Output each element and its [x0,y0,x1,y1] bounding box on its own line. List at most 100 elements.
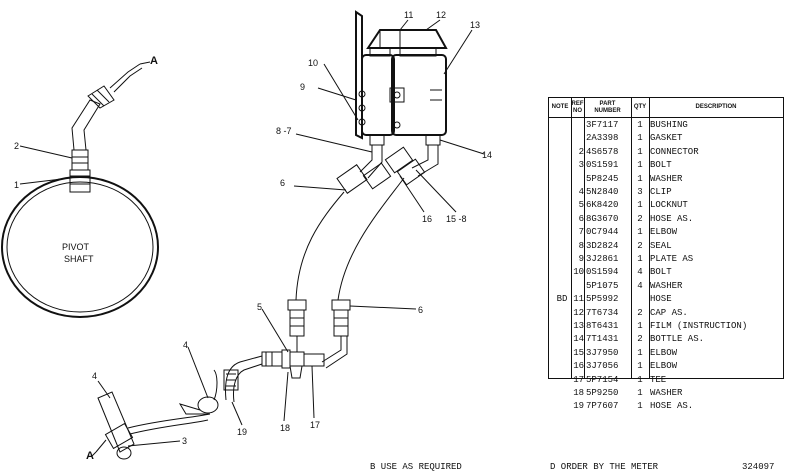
cell-qty: 1 [637,173,643,184]
callout-17: 17 [310,420,320,430]
callout-11: 11 [404,10,413,20]
header-ref-line1: REF [571,101,584,107]
footnote-d: D ORDER BY THE METER [550,462,659,472]
cell-note [551,253,573,266]
cell-part: 5N2840 [586,187,619,197]
cell-part: 5P9250 [586,388,619,398]
cell-qty: 1 [637,388,643,398]
header-ref: REF NO [571,98,584,118]
lower-connector [95,391,211,460]
cell-ref [571,173,584,186]
cell-desc: BOLT [650,160,672,171]
cell-note [551,186,573,199]
col-divider [584,98,585,378]
clip-lower [178,369,219,415]
callout-9: 9 [300,82,305,92]
cell-desc: BOTTLE AS. [650,334,705,345]
cell-part: 7T6734 [586,307,619,318]
header-description: DESCRIPTION [695,104,737,110]
callout-8-7: 8 -7 [276,126,292,136]
cell-part: 3J7950 [586,347,619,358]
cell-desc: BUSHING [650,120,688,130]
cell-note [551,280,573,293]
cell-note [551,266,573,279]
cell-part: 5P1075 [586,280,619,291]
cell-part: 8G3670 [586,213,619,224]
callout-6-lower: 6 [418,305,423,315]
cell-part: 0S1591 [586,160,619,171]
cell-ref: 8 [578,240,584,251]
cell-part: 5P7154 [586,374,619,385]
footnote-b: B USE AS REQUIRED [370,462,462,472]
cell-qty: 1 [637,347,643,358]
cell-note [551,132,573,145]
cell-note [551,199,573,212]
cell-qty: 1 [637,133,643,144]
callout-a-top: A [150,55,158,67]
cell-ref: 16 [573,361,584,372]
cell-qty: 2 [637,213,643,224]
drawing-code: 324097 [742,462,775,472]
cell-qty: 1 [637,374,643,385]
pivot-label-2: SHAFT [64,254,94,264]
cell-ref: 4 [578,187,584,197]
cell-desc: ELBOW [650,227,678,238]
cell-note [551,347,573,360]
callout-15-8: 15 -8 [446,214,467,224]
tee-assembly [261,349,325,379]
col-divider [571,98,572,378]
cell-desc: HOSE AS. [650,401,694,412]
table-header: NOTE REF NO PART NUMBER QTY DESCRIPTION [549,98,783,118]
cell-note [551,333,573,346]
cell-qty: 1 [637,146,643,157]
cell-ref [571,132,584,145]
callout-4-clip: 4 [183,340,188,350]
cell-qty: 1 [637,401,643,412]
cell-part: 0C7944 [586,227,619,238]
cell-ref [571,280,584,293]
cell-part: 3D2824 [586,240,619,251]
cell-desc: LOCKNUT [650,200,688,211]
cell-note [551,146,573,159]
cell-part: 6K8420 [586,200,619,211]
cell-desc: CAP AS. [650,307,688,318]
callout-4-lower: 4 [92,371,97,381]
cell-qty: 1 [637,200,643,211]
callout-6-upper: 6 [280,178,285,188]
cell-part: 3J2861 [586,254,619,264]
cell-part: 2A3398 [586,133,619,144]
callout-2: 2 [14,141,19,151]
cell-note [551,119,573,132]
cell-note [551,307,573,320]
cell-part: 5P8245 [586,173,619,184]
cell-desc: SEAL [650,240,672,251]
cell-desc: CLIP [650,187,672,197]
cell-desc: GASKET [650,133,683,144]
cell-note [551,400,573,413]
cell-ref: 19 [573,401,584,412]
cell-qty: 2 [637,240,643,251]
cell-desc: CONNECTOR [650,146,699,157]
cell-desc: ELBOW [650,347,678,358]
leader-lines [19,19,485,457]
cell-qty: 4 [637,267,643,278]
callout-14: 14 [482,150,492,160]
callout-10: 10 [308,58,318,68]
cell-desc: WASHER [650,388,683,398]
cell-desc: PLATE AS [650,254,694,264]
cell-ref: 6 [578,213,584,224]
cell-ref: 9 [578,254,584,264]
callout-16: 16 [422,214,432,224]
cell-qty: 1 [637,321,643,331]
col-divider [649,98,650,378]
